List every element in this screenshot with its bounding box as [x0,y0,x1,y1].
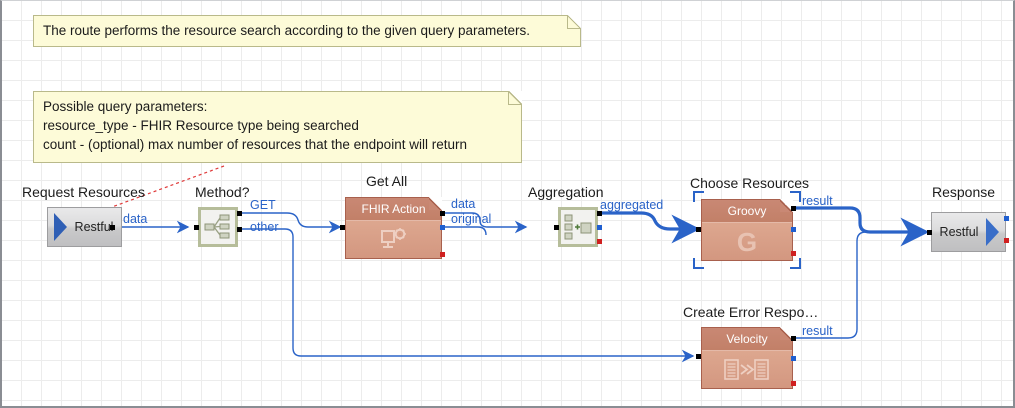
node-title-request-resources: Request Resources [22,184,145,200]
port-groovy-alt[interactable] [791,227,796,232]
node-title-aggregation: Aggregation [528,184,604,200]
port-method-in[interactable] [194,225,199,230]
edge-label-data-fhir: data [451,197,476,211]
port-aggregation-in[interactable] [554,225,559,230]
wire-original [442,226,487,236]
port-groovy-error[interactable] [791,251,796,256]
port-getall-data[interactable] [440,211,445,216]
node-aggregation[interactable] [558,207,598,247]
port-getall-in[interactable] [340,225,345,230]
node-body-velocity [702,351,792,388]
wire-groovy-result-to-response [793,206,930,247]
wire-velocity-result [793,231,867,339]
port-aggregation-out[interactable] [597,211,602,216]
port-request-out[interactable] [110,225,115,230]
port-aggregation-alt[interactable] [597,225,602,230]
port-groovy-in[interactable] [696,227,701,232]
port-method-get[interactable] [237,211,242,216]
node-choose-resources[interactable]: Groovy G [701,199,793,261]
node-get-all[interactable]: FHIR Action [345,197,442,259]
port-velocity-error[interactable] [791,381,796,386]
node-method-choice[interactable] [198,207,238,247]
node-label-velocity: Velocity [726,332,768,346]
port-velocity-alt[interactable] [791,356,796,361]
node-header-velocity: Velocity [702,327,793,351]
template-transform-icon [724,358,769,380]
node-body-fhir-action [346,221,441,258]
port-velocity-in[interactable] [696,354,701,359]
edge-label-get: GET [250,198,276,212]
node-title-get-all: Get All [366,173,408,189]
edge-label-original: original [451,212,492,226]
node-label-groovy: Groovy [727,204,767,218]
edge-label-data-out: data [123,212,148,226]
node-request-resources[interactable]: Restful [47,207,122,247]
port-aggregation-error[interactable] [597,239,602,244]
corner-fold-icon [780,199,793,212]
node-title-response: Response [932,184,996,200]
node-response[interactable]: Restful [931,212,1006,252]
play-triangle-icon [986,218,999,246]
monitor-gear-icon [380,227,406,248]
corner-fold-icon [780,327,793,340]
port-velocity-result[interactable] [791,336,796,341]
node-header-fhir-action: FHIR Action [346,197,442,221]
note-route-description[interactable]: The route performs the resource search a… [33,15,581,47]
aggregate-icon [564,214,592,240]
router-choice-icon [204,214,230,239]
port-response-alt[interactable] [1004,216,1009,221]
edge-label-result-groovy: result [802,194,833,208]
node-title-choose-resources: Choose Resources [690,175,810,191]
port-getall-error[interactable] [440,252,445,257]
port-groovy-result[interactable] [791,206,796,211]
edge-label-other: other [250,220,279,234]
wire-get-to-getall [239,212,342,234]
groovy-g-icon: G [736,226,758,257]
wire-other-to-velocity [239,228,695,363]
node-label-fhir-action: FHIR Action [361,202,426,216]
node-header-groovy: Groovy [702,199,793,223]
node-title-create-error: Create Error Respo… [683,304,819,320]
node-label-restful-request: Restful [74,220,114,234]
edge-label-result-velocity: result [802,324,833,338]
node-label-restful-response: Restful [939,225,979,239]
port-method-other[interactable] [237,227,242,232]
note-query-parameters[interactable]: Possible query parameters: resource_type… [33,91,522,163]
corner-fold-icon [429,197,442,210]
note-tether [111,165,225,208]
port-response-in[interactable] [927,230,932,235]
wire-aggregated-to-groovy [599,211,701,244]
wire-data-to-aggregation [442,212,528,234]
edge-label-aggregated: aggregated [600,198,664,212]
node-create-error[interactable]: Velocity [701,327,793,389]
node-title-method: Method? [195,184,250,200]
play-triangle-icon [54,213,67,241]
port-response-error[interactable] [1004,238,1009,243]
port-getall-original[interactable] [440,225,445,230]
node-body-groovy: G [702,223,792,260]
